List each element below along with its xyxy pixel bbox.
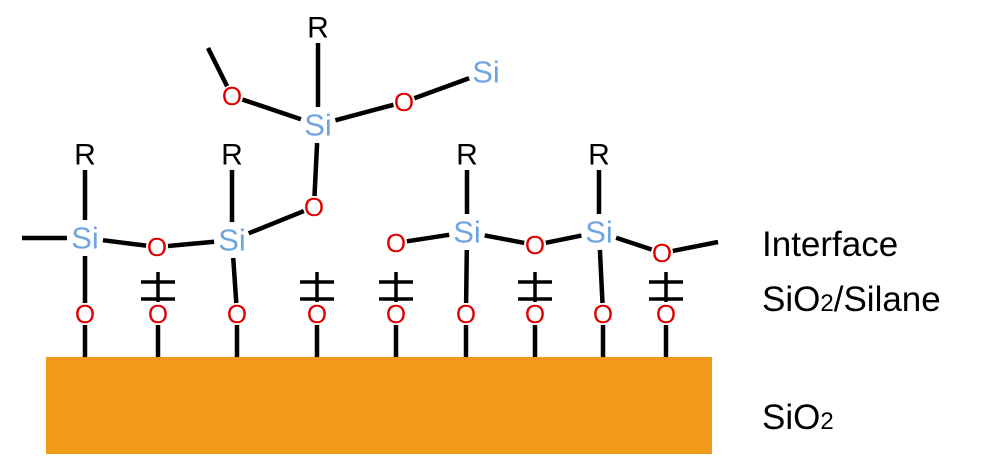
atom-si-3: Si	[453, 215, 481, 250]
atom-si-1: Si	[71, 221, 99, 256]
sio2-substrate	[46, 357, 712, 454]
atom-r-top: R	[307, 12, 329, 45]
bond-line	[484, 233, 525, 246]
hydrogen-bonds-layer	[141, 272, 683, 302]
bond-line	[597, 249, 605, 304]
interface-silane-text: /Silane	[833, 280, 941, 319]
atom-o-free-4: O	[525, 299, 545, 329]
interface-sio2-silane-label: SiO2/Silane	[762, 282, 941, 317]
bond-line	[312, 142, 320, 197]
bond-line	[102, 237, 147, 248]
atom-si-top-right: Si	[472, 55, 500, 90]
bond-line	[463, 249, 470, 304]
atom-o-left-3: O	[386, 228, 406, 258]
atom-r-3: R	[456, 139, 478, 172]
atom-si-2: Si	[218, 223, 246, 258]
atom-o-top-right: O	[394, 87, 414, 117]
interface-sio-text: SiO	[762, 280, 821, 319]
bond-line	[241, 97, 302, 122]
substrate-subscript-2: 2	[820, 408, 834, 435]
atom-o-free-5: O	[656, 299, 676, 329]
bond-line	[615, 235, 653, 252]
bond-line	[334, 102, 394, 123]
atom-o-top-bridge: O	[304, 192, 324, 222]
atom-o-4: O	[593, 299, 613, 329]
atom-o-free-2: O	[307, 299, 327, 329]
bond-line	[247, 209, 305, 236]
atom-r-2: R	[221, 139, 243, 172]
atom-o-top-left: O	[222, 81, 242, 111]
bonds-layer	[22, 43, 719, 357]
atom-r-1: R	[74, 139, 96, 172]
atom-si-4: Si	[585, 215, 613, 250]
atom-o-bridge-12: O	[147, 232, 167, 262]
bond-line	[205, 46, 230, 88]
atom-o-1: O	[75, 299, 95, 329]
atom-r-4: R	[588, 139, 610, 172]
atom-o-free-1: O	[148, 299, 168, 329]
substrate-sio-text: SiO	[762, 398, 821, 437]
interface-label-line1: Interface	[762, 225, 899, 264]
bond-line	[167, 239, 215, 249]
hydrogen-bond-symbol	[379, 272, 413, 302]
atom-o-right-4: O	[652, 238, 672, 268]
bond-line	[413, 76, 470, 101]
interface-subscript-2: 2	[820, 290, 834, 317]
bond-line	[406, 232, 450, 244]
hydrogen-bond-symbol	[649, 272, 683, 302]
bond-line	[672, 239, 719, 254]
interface-label: Interface	[762, 227, 898, 262]
atom-o-bridge-34: O	[525, 230, 545, 260]
atom-o-free-3: O	[386, 299, 406, 329]
hydrogen-bond-symbol	[141, 272, 175, 302]
hydrogen-bond-symbol	[300, 272, 334, 302]
hydrogen-bond-symbol	[518, 272, 552, 302]
bond-line	[545, 233, 582, 246]
bond-line	[230, 257, 239, 304]
atom-o-2: O	[227, 299, 247, 329]
atom-si-top: Si	[304, 108, 332, 143]
substrate-label: SiO2	[762, 400, 834, 435]
atom-o-3: O	[456, 299, 476, 329]
